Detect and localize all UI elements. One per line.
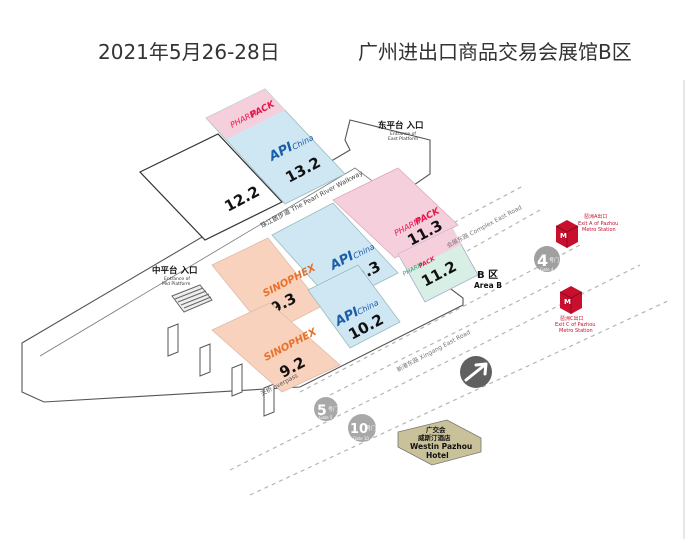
svg-text:广交会: 广交会 xyxy=(426,425,446,434)
svg-text:Gate 5: Gate 5 xyxy=(319,415,333,420)
metro-exit-c[interactable]: M 琶洲C出口 Exit C of Pazhou Metro Station xyxy=(555,286,595,334)
svg-text:Mid Platform: Mid Platform xyxy=(162,281,190,287)
svg-text:Metro Station: Metro Station xyxy=(582,227,616,233)
svg-text:号门: 号门 xyxy=(328,406,338,413)
gate-4[interactable]: 4 号门 Gate 4 xyxy=(534,246,560,272)
hall-11-2[interactable]: PHARM PACK 11.2 xyxy=(397,227,479,303)
westin-hotel[interactable]: 广交会 威斯汀酒店 Westin Pazhou Hotel xyxy=(397,419,482,466)
svg-text:琶洲A出口: 琶洲A出口 xyxy=(584,213,607,220)
svg-text:号门: 号门 xyxy=(549,257,559,264)
svg-text:Entrance of: Entrance of xyxy=(164,276,190,282)
staircase xyxy=(171,284,213,313)
svg-text:Westin Pazhou: Westin Pazhou xyxy=(410,442,472,451)
svg-text:4: 4 xyxy=(537,251,548,270)
north-arrow-icon xyxy=(460,356,492,388)
xingang-east-road-label: 新港东路 Xingang East Road xyxy=(395,328,472,374)
svg-text:威斯汀酒店: 威斯汀酒店 xyxy=(418,433,451,442)
mid-platform-entrance[interactable]: 中平台 入口 Entrance of Mid Platform xyxy=(152,265,197,287)
metro-icon: M xyxy=(564,298,571,306)
hall-9-3[interactable]: SINOPHEX 9.3 xyxy=(211,237,323,335)
metro-icon: M xyxy=(560,232,567,240)
svg-text:Hotel: Hotel xyxy=(426,451,449,460)
svg-text:中平台 入口: 中平台 入口 xyxy=(152,265,197,276)
svg-text:Area B: Area B xyxy=(474,281,502,290)
svg-text:Gate 4: Gate 4 xyxy=(540,267,554,272)
exhibition-date: 2021年5月26-28日 xyxy=(98,40,280,64)
svg-text:Exit A of Pazhou: Exit A of Pazhou xyxy=(578,221,618,227)
svg-text:5: 5 xyxy=(317,403,327,419)
svg-text:East Platform: East Platform xyxy=(388,136,418,142)
svg-text:Entrance of: Entrance of xyxy=(390,131,416,137)
svg-text:10: 10 xyxy=(350,422,368,437)
gate-10[interactable]: 10 号门 Gate 10 xyxy=(348,414,376,442)
venue-title: 广州进出口商品交易会展馆B区 xyxy=(358,40,632,64)
area-b-label: B 区 Area B xyxy=(474,269,502,290)
hall-12-2[interactable]: 12.2 xyxy=(138,133,283,241)
svg-text:琶洲C出口: 琶洲C出口 xyxy=(560,315,584,322)
svg-text:Exit C of Pazhou: Exit C of Pazhou xyxy=(555,322,595,328)
svg-text:Gate 10: Gate 10 xyxy=(353,436,369,441)
svg-text:号门: 号门 xyxy=(366,425,376,432)
overpass-pillars xyxy=(167,323,275,417)
metro-exit-a[interactable]: M 琶洲A出口 Exit A of Pazhou Metro Station xyxy=(555,213,618,248)
svg-text:东平台 入口: 东平台 入口 xyxy=(378,120,423,131)
svg-text:Metro Station: Metro Station xyxy=(559,328,593,334)
hall-9-2[interactable]: SINOPHEX 9.2 xyxy=(211,302,341,393)
svg-text:B 区: B 区 xyxy=(477,269,498,281)
hall-13-2[interactable]: PHARM PACK API China 13.2 xyxy=(205,88,346,205)
gate-5[interactable]: 5 号门 Gate 5 xyxy=(314,397,338,421)
east-platform-entrance[interactable]: 东平台 入口 Entrance of East Platform xyxy=(378,120,423,142)
